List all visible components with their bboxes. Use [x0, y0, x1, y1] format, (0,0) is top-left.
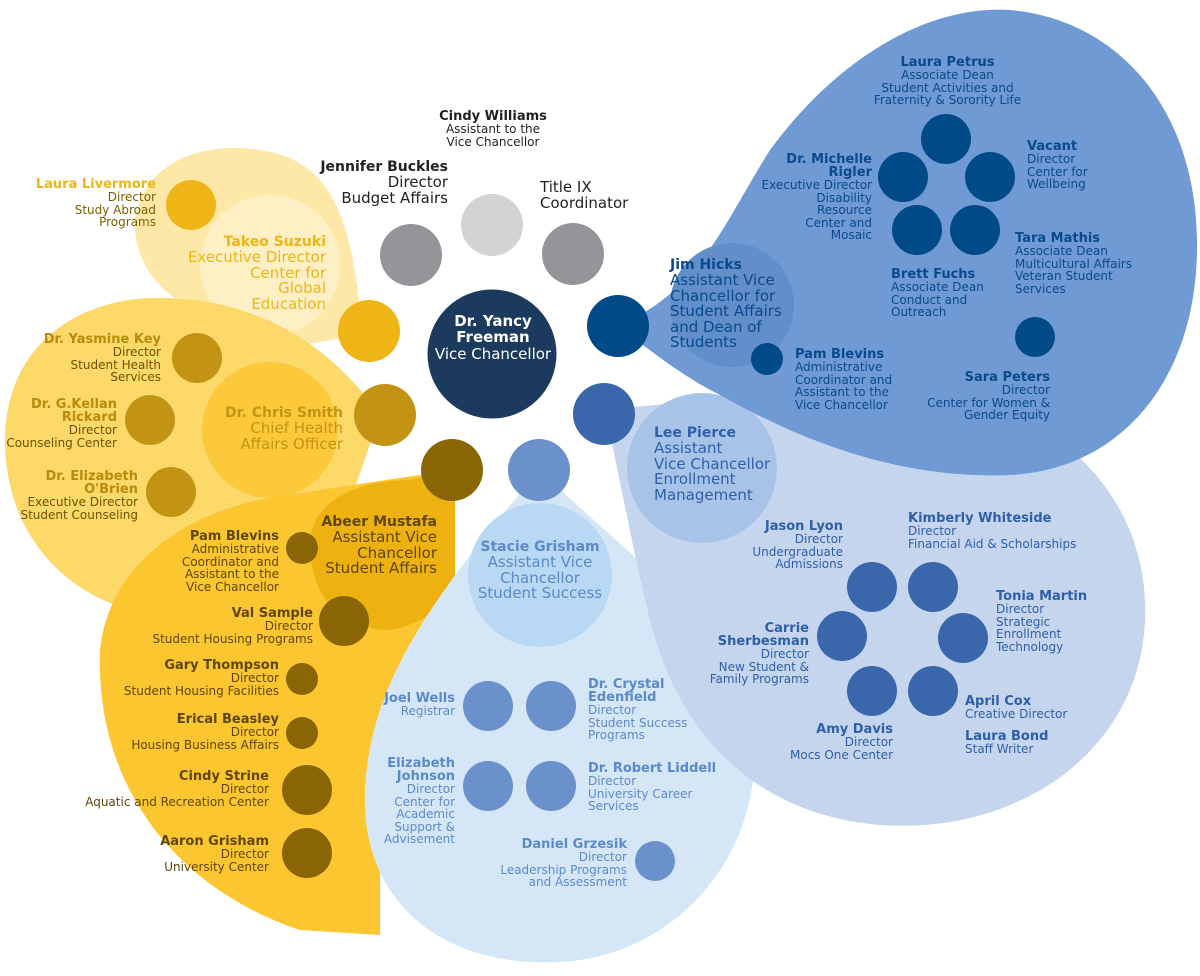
cindy-strine-node[interactable]: [282, 765, 332, 815]
vice-chancellor-node[interactable]: [424, 286, 560, 422]
val-sample-node[interactable]: [319, 596, 369, 646]
abeer-mustafa-label: Abeer Mustafa Assistant Vice Chancellor …: [321, 514, 437, 577]
brett-fuchs-label: Brett Fuchs Associate Dean Conduct and O…: [891, 267, 984, 319]
lee-pierce-label: Lee Pierce Assistant Vice Chancellor Enr…: [654, 425, 771, 504]
vice-chancellor-name: Dr. Yancy Freeman: [454, 312, 532, 346]
laura-livermore-label: Laura Livermore Director Study Abroad Pr…: [35, 177, 156, 229]
takeo-suzuki-label: Takeo Suzuki Executive Director Center f…: [187, 234, 326, 313]
gary-thompson-node[interactable]: [286, 663, 318, 695]
stacie-grisham-node[interactable]: [508, 439, 570, 501]
kimberly-whiteside-node[interactable]: [908, 562, 958, 612]
jennifer-buckles-label: Jennifer Buckles Director Budget Affairs: [320, 159, 448, 207]
dean-lead-bubble: [670, 243, 794, 367]
tonia-martin-label: Tonia Martin Director Strategic Enrollme…: [996, 589, 1088, 654]
val-sample-label: Val Sample Director Student Housing Prog…: [152, 606, 313, 646]
sara-peters-node[interactable]: [1015, 317, 1055, 357]
kellan-rickard-label: Dr. G.Kellan Rickard Director Counseling…: [6, 397, 117, 450]
aaron-grisham-node[interactable]: [282, 828, 332, 878]
pam-blevins-dos-node[interactable]: [751, 343, 783, 375]
michelle-rigler-node[interactable]: [878, 152, 928, 202]
erical-beasley-label: Erical Beasley Director Housing Business…: [131, 712, 279, 752]
jason-lyon-label: Jason Lyon Director Undergraduate Admiss…: [752, 519, 843, 571]
april-cox-node[interactable]: [908, 666, 958, 716]
april-cox-label: April Cox Creative Director: [965, 694, 1068, 721]
jim-hicks-label: Jim Hicks Assistant Vice Chancellor for …: [670, 257, 782, 351]
amy-davis-label: Amy Davis Director Mocs One Center: [790, 722, 893, 762]
amy-davis-node[interactable]: [847, 666, 897, 716]
aaron-grisham-label: Aaron Grisham Director University Center: [160, 834, 269, 874]
michelle-rigler-label: Dr. Michelle Rigler Executive Director D…: [761, 152, 872, 242]
cindy-strine-label: Cindy Strine Director Aquatic and Recrea…: [85, 769, 269, 809]
laura-livermore-node[interactable]: [166, 180, 216, 230]
robert-liddell-label: Dr. Robert Liddell Director University C…: [588, 761, 717, 813]
global-education-lead-bubble: [200, 195, 340, 335]
yasmine-key-label: Dr. Yasmine Key Director Student Health …: [43, 332, 161, 384]
gary-thompson-label: Gary Thompson Director Student Housing F…: [123, 658, 279, 698]
daniel-grzesik-node[interactable]: [635, 841, 675, 881]
abeer-mustafa-node[interactable]: [421, 439, 483, 501]
pam-blevins-dos-label: Pam Blevins Administrative Coordinator a…: [795, 347, 893, 412]
laura-petrus-node[interactable]: [921, 114, 971, 164]
kellan-rickard-node[interactable]: [125, 395, 175, 445]
chris-smith-label: Dr. Chris Smith Chief Health Affairs Off…: [224, 405, 343, 453]
jim-hicks-node[interactable]: [587, 295, 649, 357]
jennifer-buckles-node[interactable]: [380, 224, 442, 286]
tara-mathis-node[interactable]: [950, 205, 1000, 255]
pam-blevins-sa-label: Pam Blevins Administrative Coordinator a…: [181, 529, 279, 594]
title-ix-node[interactable]: [542, 223, 604, 285]
laura-petrus-label: Laura Petrus Associate Dean Student Acti…: [873, 55, 1022, 107]
cindy-williams-label: Cindy Williams Assistant to the Vice Cha…: [439, 109, 547, 149]
jason-lyon-node[interactable]: [847, 562, 897, 612]
erical-beasley-node[interactable]: [286, 717, 318, 749]
kimberly-whiteside-label: Kimberly Whiteside Director Financial Ai…: [908, 511, 1077, 551]
takeo-suzuki-node[interactable]: [338, 300, 400, 362]
enrollment-lead-bubble: [627, 393, 777, 543]
laura-bond-label: Laura Bond Staff Writer: [965, 729, 1049, 756]
carrie-sherbesman-node[interactable]: [817, 611, 867, 661]
carrie-sherbesman-label: Carrie Sherbesman Director New Student &…: [709, 621, 809, 686]
pam-blevins-sa-node[interactable]: [286, 532, 318, 564]
crystal-edenfield-label: Dr. Crystal Edenfield Director Student S…: [588, 677, 688, 742]
elizabeth-obrien-label: Dr. Elizabeth O'Brien Executive Director…: [20, 469, 138, 522]
tonia-martin-node[interactable]: [938, 613, 988, 663]
health-lead-bubble: [202, 362, 338, 498]
stacie-grisham-label: Stacie Grisham Assistant Vice Chancellor…: [477, 539, 603, 602]
daniel-grzesik-label: Daniel Grzesik Director Leadership Progr…: [500, 837, 627, 889]
lee-pierce-node[interactable]: [573, 383, 635, 445]
robert-liddell-node[interactable]: [526, 761, 576, 811]
sara-peters-label: Sara Peters Director Center for Women & …: [927, 370, 1050, 422]
cindy-williams-node[interactable]: [461, 194, 523, 256]
elizabeth-johnson-node[interactable]: [463, 761, 513, 811]
student-success-lead-bubble: [468, 503, 612, 647]
tara-mathis-label: Tara Mathis Associate Dean Multicultural…: [1015, 231, 1132, 296]
student-affairs-lead-bubble: [310, 470, 455, 630]
yasmine-key-node[interactable]: [172, 333, 222, 383]
vice-chancellor-title: Vice Chancellor: [434, 345, 552, 363]
brett-fuchs-node[interactable]: [892, 205, 942, 255]
elizabeth-johnson-label: Elizabeth Johnson Director Center for Ac…: [383, 756, 455, 846]
joel-wells-label: Joel Wells Registrar: [384, 691, 455, 718]
chris-smith-node[interactable]: [354, 384, 416, 446]
vacant-node[interactable]: [965, 152, 1015, 202]
title-ix-label: Title IX Coordinator: [540, 178, 629, 212]
crystal-edenfield-node[interactable]: [526, 681, 576, 731]
vice-chancellor-label: Dr. Yancy Freeman Vice Chancellor: [428, 313, 558, 363]
joel-wells-node[interactable]: [463, 681, 513, 731]
vacant-label: Vacant Director Center for Wellbeing: [1027, 139, 1088, 191]
elizabeth-obrien-node[interactable]: [146, 467, 196, 517]
